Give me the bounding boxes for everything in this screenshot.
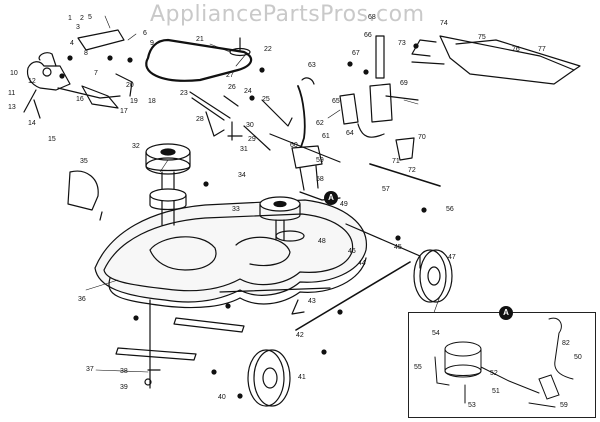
front-bumper-plate: [411, 35, 581, 85]
callout-77: 77: [538, 46, 546, 53]
callout-12: 12: [28, 78, 36, 85]
callout-13: 13: [8, 104, 16, 111]
left-spindle-pulley: [145, 143, 191, 226]
right-gauge-wheel: [413, 249, 453, 303]
callout-31: 31: [240, 146, 248, 153]
callout-44: 44: [358, 260, 366, 267]
callout-50: 50: [574, 354, 582, 361]
callout-59-inset: 59: [560, 402, 568, 409]
callout-74: 74: [440, 20, 448, 27]
callout-45: 45: [394, 244, 402, 251]
callout-65: 65: [332, 98, 340, 105]
callout-52: 52: [490, 370, 498, 377]
callout-73: 73: [398, 40, 406, 47]
callout-33: 33: [232, 206, 240, 213]
callout-66: 66: [364, 32, 372, 39]
callout-58: 58: [316, 176, 324, 183]
callout-63: 63: [308, 62, 316, 69]
hardware-fasteners: [59, 43, 427, 399]
callout-3: 3: [76, 24, 80, 31]
callout-11: 11: [8, 90, 16, 97]
callout-37: 37: [86, 366, 94, 373]
callout-2: 2: [80, 15, 84, 22]
callout-59: 59: [316, 157, 324, 164]
callout-64: 64: [346, 130, 354, 137]
callout-62: 62: [316, 120, 324, 127]
callout-82: 82: [562, 340, 570, 347]
callout-68: 68: [368, 14, 376, 21]
callout-29: 29: [248, 136, 256, 143]
callout-30: 30: [246, 122, 254, 129]
callout-17: 17: [120, 108, 128, 115]
callout-76: 76: [512, 46, 520, 53]
pivot-bracket-pair: [339, 35, 419, 161]
callout-10: 10: [10, 70, 18, 77]
callout-54: 54: [432, 330, 440, 337]
callout-7: 7: [94, 70, 98, 77]
watermark-text: AppliancePartsPros.com: [150, 2, 425, 27]
callout-67: 67: [352, 50, 360, 57]
callout-60: 60: [290, 142, 298, 149]
callout-22: 22: [264, 46, 272, 53]
callout-75: 75: [478, 34, 486, 41]
callout-34: 34: [238, 172, 246, 179]
center-spindle-pulley: [259, 196, 305, 242]
mower-blades: [115, 299, 245, 389]
side-mount-bracket: [67, 170, 103, 221]
callout-28: 28: [196, 116, 204, 123]
callout-9: 9: [150, 40, 154, 47]
callout-1: 1: [68, 15, 72, 22]
inset-marker-a: A: [499, 306, 513, 320]
callout-51: 51: [492, 388, 500, 395]
callout-21: 21: [196, 36, 204, 43]
callout-49: 49: [340, 201, 348, 208]
callout-35: 35: [80, 158, 88, 165]
diagram-marker-a: A: [324, 191, 338, 205]
detail-inset-a: A: [408, 306, 596, 418]
callout-5: 5: [88, 14, 92, 21]
idler-bracket-assembly: [23, 29, 133, 119]
callout-25: 25: [262, 96, 270, 103]
left-gauge-wheel: [247, 349, 291, 407]
callout-43: 43: [308, 298, 316, 305]
callout-72: 72: [408, 167, 416, 174]
callout-55: 55: [414, 364, 422, 371]
callout-8: 8: [84, 50, 88, 57]
callout-6: 6: [143, 30, 147, 37]
callout-56: 56: [446, 206, 454, 213]
callout-18: 18: [148, 98, 156, 105]
callout-14: 14: [28, 120, 36, 127]
callout-27: 27: [226, 72, 234, 79]
callout-38: 38: [120, 368, 128, 375]
mower-deck-housing: [94, 199, 367, 309]
callout-15: 15: [48, 136, 56, 143]
height-adjust-lever: [269, 77, 341, 201]
callout-4: 4: [70, 40, 74, 47]
callout-42: 42: [296, 332, 304, 339]
inset-drawing: [434, 317, 574, 408]
callout-47: 47: [448, 254, 456, 261]
callout-36: 36: [78, 296, 86, 303]
callout-70: 70: [418, 134, 426, 141]
callout-57: 57: [382, 186, 390, 193]
tension-linkage: [189, 91, 293, 151]
callout-32: 32: [132, 143, 140, 150]
callout-19: 19: [130, 98, 138, 105]
callout-48: 48: [318, 238, 326, 245]
callout-69: 69: [400, 80, 408, 87]
callout-23: 23: [180, 90, 188, 97]
callout-46: 46: [348, 248, 356, 255]
drive-belt: [145, 37, 253, 82]
callout-40: 40: [218, 394, 226, 401]
callout-53: 53: [468, 402, 476, 409]
callout-26: 26: [228, 84, 236, 91]
callout-61: 61: [322, 133, 330, 140]
callout-24: 24: [244, 88, 252, 95]
callout-41: 41: [298, 374, 306, 381]
callout-16: 16: [76, 96, 84, 103]
callout-39: 39: [120, 384, 128, 391]
callout-71: 71: [392, 158, 400, 165]
callout-20: 20: [126, 82, 134, 89]
